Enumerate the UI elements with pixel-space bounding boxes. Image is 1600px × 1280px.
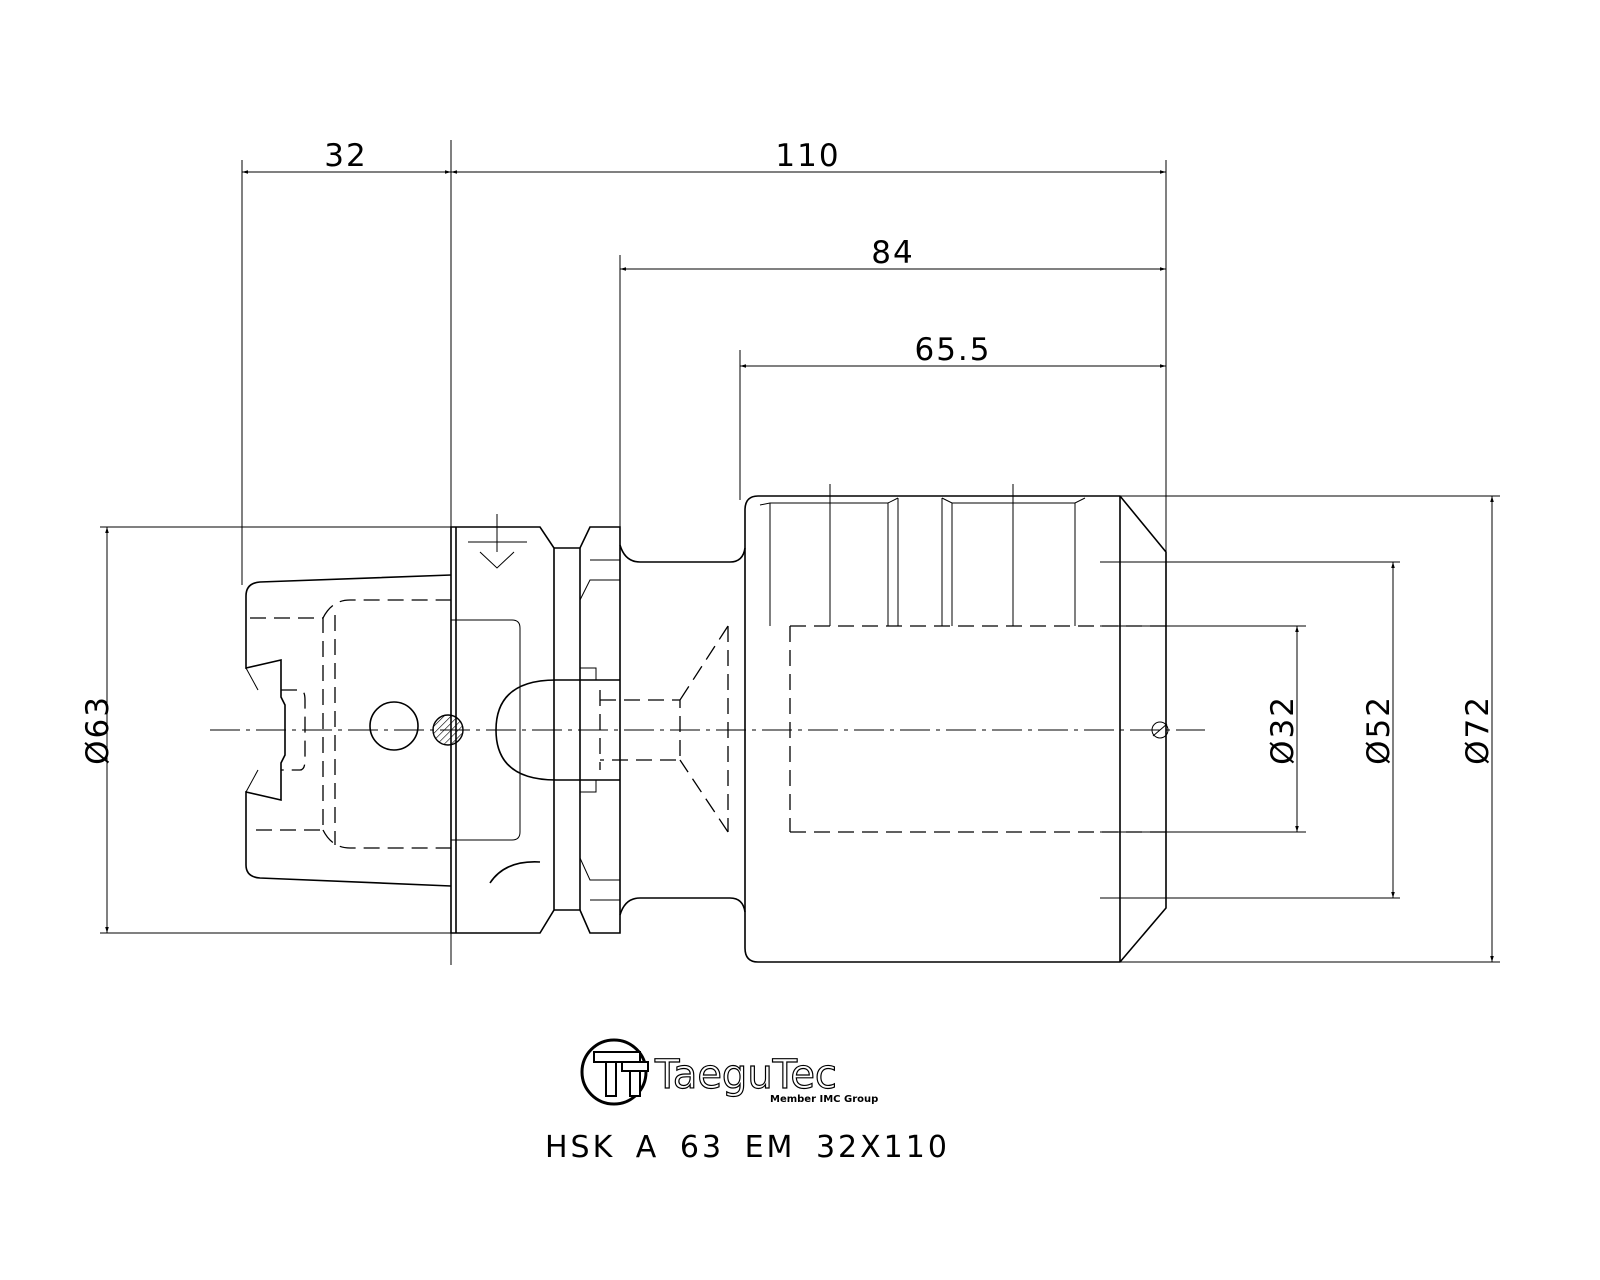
dim-label-65-5: 65.5 [914,332,991,368]
flange [432,514,555,934]
neck [619,544,746,916]
holder-body [679,484,1169,963]
dim-label-32: 32 [324,138,367,174]
coolant-tube [495,667,681,793]
dimension-dia63: Ø63 [80,527,116,933]
dim-label-dia32: Ø32 [1265,695,1301,765]
dim-label-dia63: Ø63 [80,695,116,765]
dim-label-dia72: Ø72 [1460,695,1496,765]
collar-ring [554,526,621,934]
dimension-dia52: Ø52 [1361,562,1397,898]
taegutec-logo: TaeguTec Member IMC Group [580,1038,878,1106]
part-designation: HSK A 63 EM 32X110 [545,1130,950,1165]
dimension-65-5: 65.5 [740,332,1166,368]
dim-label-110: 110 [775,138,840,174]
dimension-dia32: Ø32 [1265,626,1301,832]
logo-brand-text: TaeguTec [654,1052,837,1098]
dimension-110: 110 [451,138,1166,174]
taegutec-emblem-icon [580,1038,649,1106]
extension-lines [100,140,1500,965]
logo-tagline: Member IMC Group [770,1094,878,1105]
dimension-dia72: Ø72 [1460,496,1496,962]
dimension-84: 84 [620,235,1166,271]
hsk-taper-shank [245,574,452,887]
dim-label-dia52: Ø52 [1361,695,1397,765]
dimension-32: 32 [242,138,451,174]
dim-label-84: 84 [871,235,914,271]
